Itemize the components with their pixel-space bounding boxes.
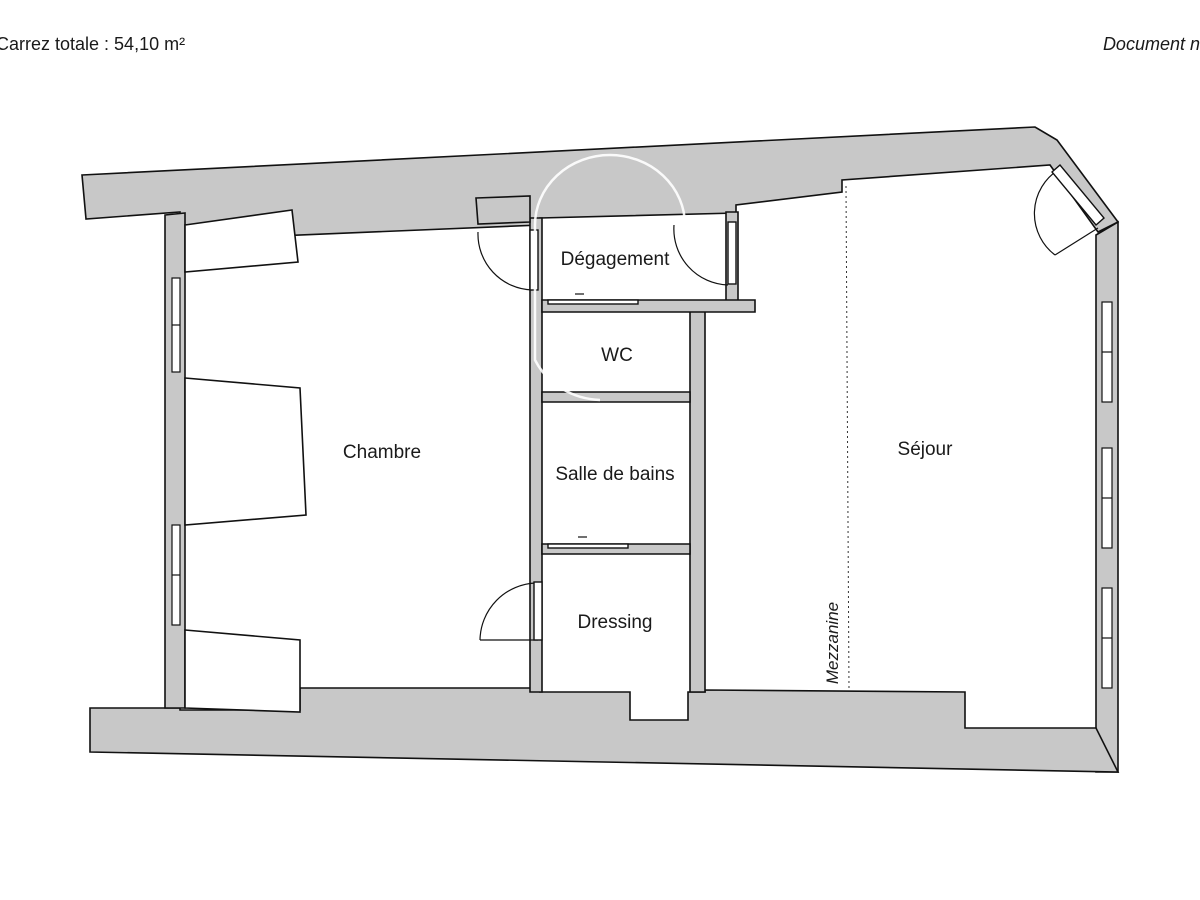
room-label-degagement: Dégagement	[561, 249, 671, 270]
bedroom-wardrobe-top	[184, 209, 299, 273]
interior-wall-wc-bottom	[541, 391, 691, 403]
door-dressing-swing	[479, 582, 537, 641]
interior-wall-right-corridor	[689, 309, 706, 693]
room-label-wc: WC	[601, 345, 633, 366]
wall-stub-top	[475, 195, 531, 225]
mezzanine-boundary-line	[845, 185, 850, 691]
door-chambre-swing	[477, 231, 533, 291]
room-label-sejour: Séjour	[898, 439, 954, 460]
door-sejour-leaf	[727, 221, 737, 285]
room-label-dressing: Dressing	[578, 612, 653, 633]
sliding-door-wc	[547, 299, 639, 305]
document-reference-text: Document n	[1102, 34, 1200, 54]
door-entrance-swing	[1033, 169, 1059, 256]
door-dressing-leaf	[533, 581, 543, 641]
interior-wall-left-corridor	[529, 217, 543, 693]
sliding-door-bain	[547, 543, 629, 549]
watermark-logo	[533, 153, 687, 402]
label-mezzanine: Mezzanine	[823, 602, 842, 684]
carrez-area-text: Carrez totale : 54,10 m²	[0, 34, 186, 54]
room-label-chambre: Chambre	[343, 442, 421, 463]
bedroom-bed-block	[184, 377, 307, 526]
bedroom-wardrobe-bottom	[184, 629, 301, 713]
door-entrance-leaf	[1051, 164, 1105, 226]
door-sejour-swing	[673, 224, 729, 286]
room-label-salle-de-bains: Salle de bains	[555, 464, 674, 485]
